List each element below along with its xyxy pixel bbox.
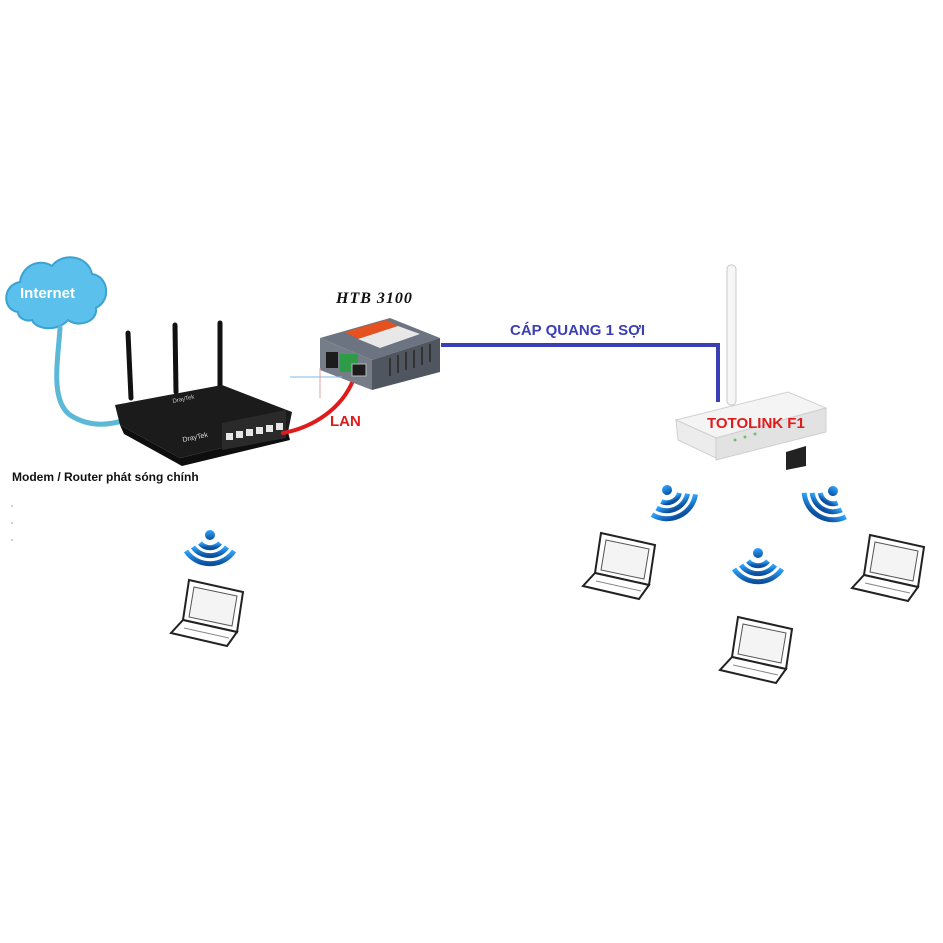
lan-cable <box>281 370 358 435</box>
internet-cable <box>54 325 128 427</box>
wifi-icon <box>734 548 782 582</box>
internet-label: Internet <box>20 285 76 302</box>
dot-marks <box>11 505 13 541</box>
wifi-icon <box>643 475 701 526</box>
media-converter-icon <box>320 318 440 390</box>
main-router-caption: Modem / Router phát sóng chính <box>12 470 199 484</box>
draytek-router-icon: DrayTek DrayTek <box>115 320 292 466</box>
fiber-cable <box>441 343 720 402</box>
laptop-icon <box>582 532 656 600</box>
converter-label: HTB 3100 <box>336 290 413 307</box>
totolink-router-icon <box>674 264 828 470</box>
wifi-icon <box>798 475 856 528</box>
internet-cloud-icon <box>5 256 107 330</box>
svg-text:DrayTek: DrayTek <box>172 394 196 405</box>
laptop-icon <box>719 616 793 684</box>
crosshair-mark <box>290 368 342 398</box>
laptop-icon <box>170 579 244 647</box>
remote-router-label: TOTOLINK F1 <box>707 415 805 432</box>
fiber-label: CÁP QUANG 1 SỢI <box>510 322 646 339</box>
wifi-icon <box>186 530 234 564</box>
laptop-icon <box>851 534 925 602</box>
lan-label: LAN <box>330 413 361 430</box>
